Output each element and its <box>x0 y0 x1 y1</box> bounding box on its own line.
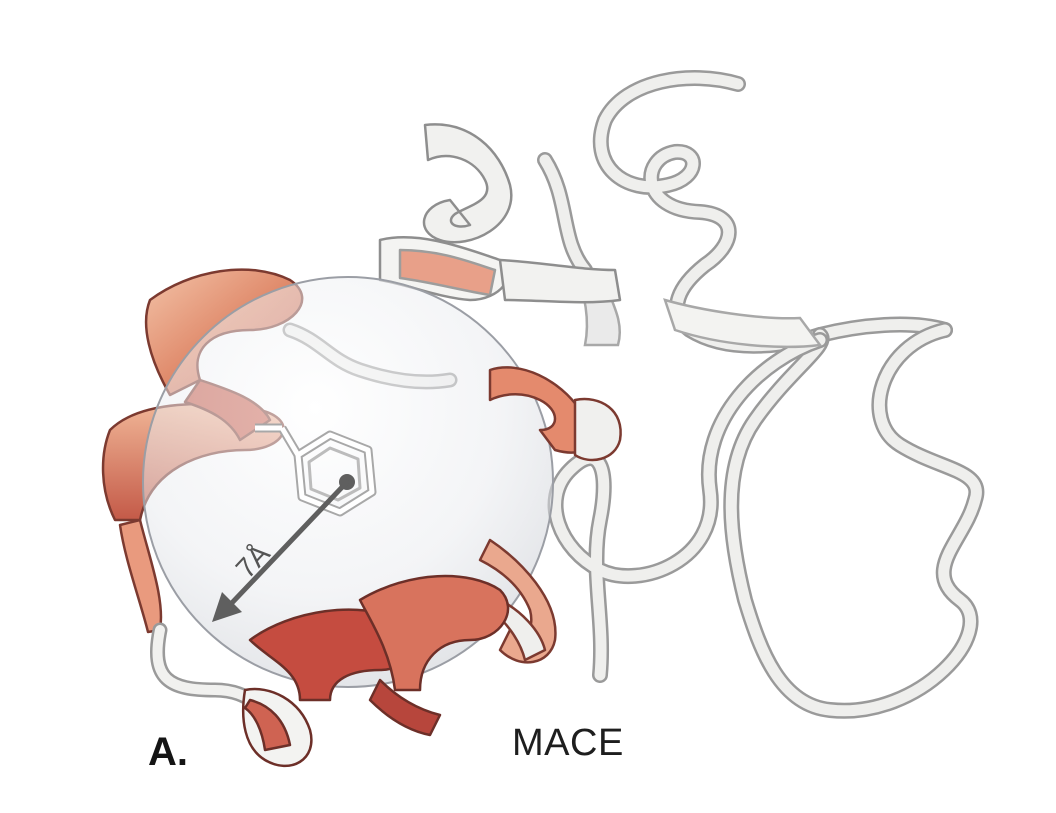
coil-loops-right <box>537 70 985 719</box>
method-label: MACE <box>512 722 624 764</box>
helix-top <box>378 123 622 304</box>
ligand-benzene-ring <box>255 423 377 517</box>
helix-bottom <box>241 574 510 768</box>
panel-label: A. <box>148 730 188 774</box>
